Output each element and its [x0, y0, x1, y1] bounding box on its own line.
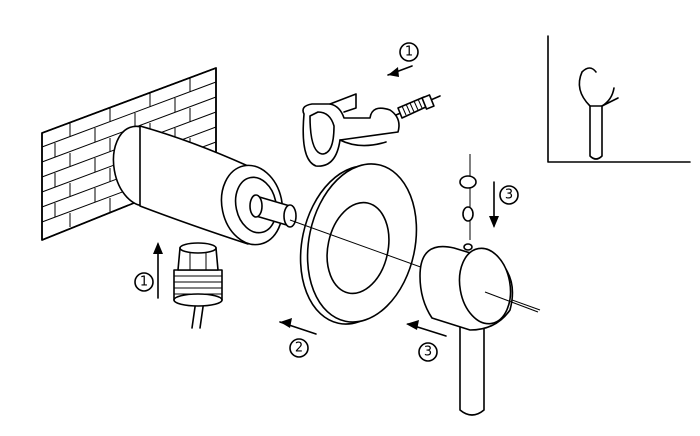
mixer-lever [419, 154, 539, 416]
step-3-bottom-label: 3 [424, 345, 432, 360]
step-3-top-label: 3 [505, 188, 513, 203]
handle-bracket [302, 93, 400, 167]
step-1-bottom-marker: 1 [134, 242, 163, 299]
step-3-bottom-marker: 3 [406, 320, 447, 362]
step-2-marker: 2 [279, 318, 317, 358]
step-2-label: 2 [295, 341, 303, 356]
step-1-bottom-label: 1 [140, 275, 148, 290]
step-1-top-marker: 1 [387, 42, 419, 77]
pipe-fitting [173, 242, 223, 329]
valve-body [112, 125, 297, 246]
cover-plate [299, 163, 418, 325]
step-3-top-marker: 3 [489, 181, 519, 228]
screw [395, 94, 441, 119]
step-1-top-label: 1 [405, 45, 413, 60]
detail-inset [547, 35, 691, 163]
